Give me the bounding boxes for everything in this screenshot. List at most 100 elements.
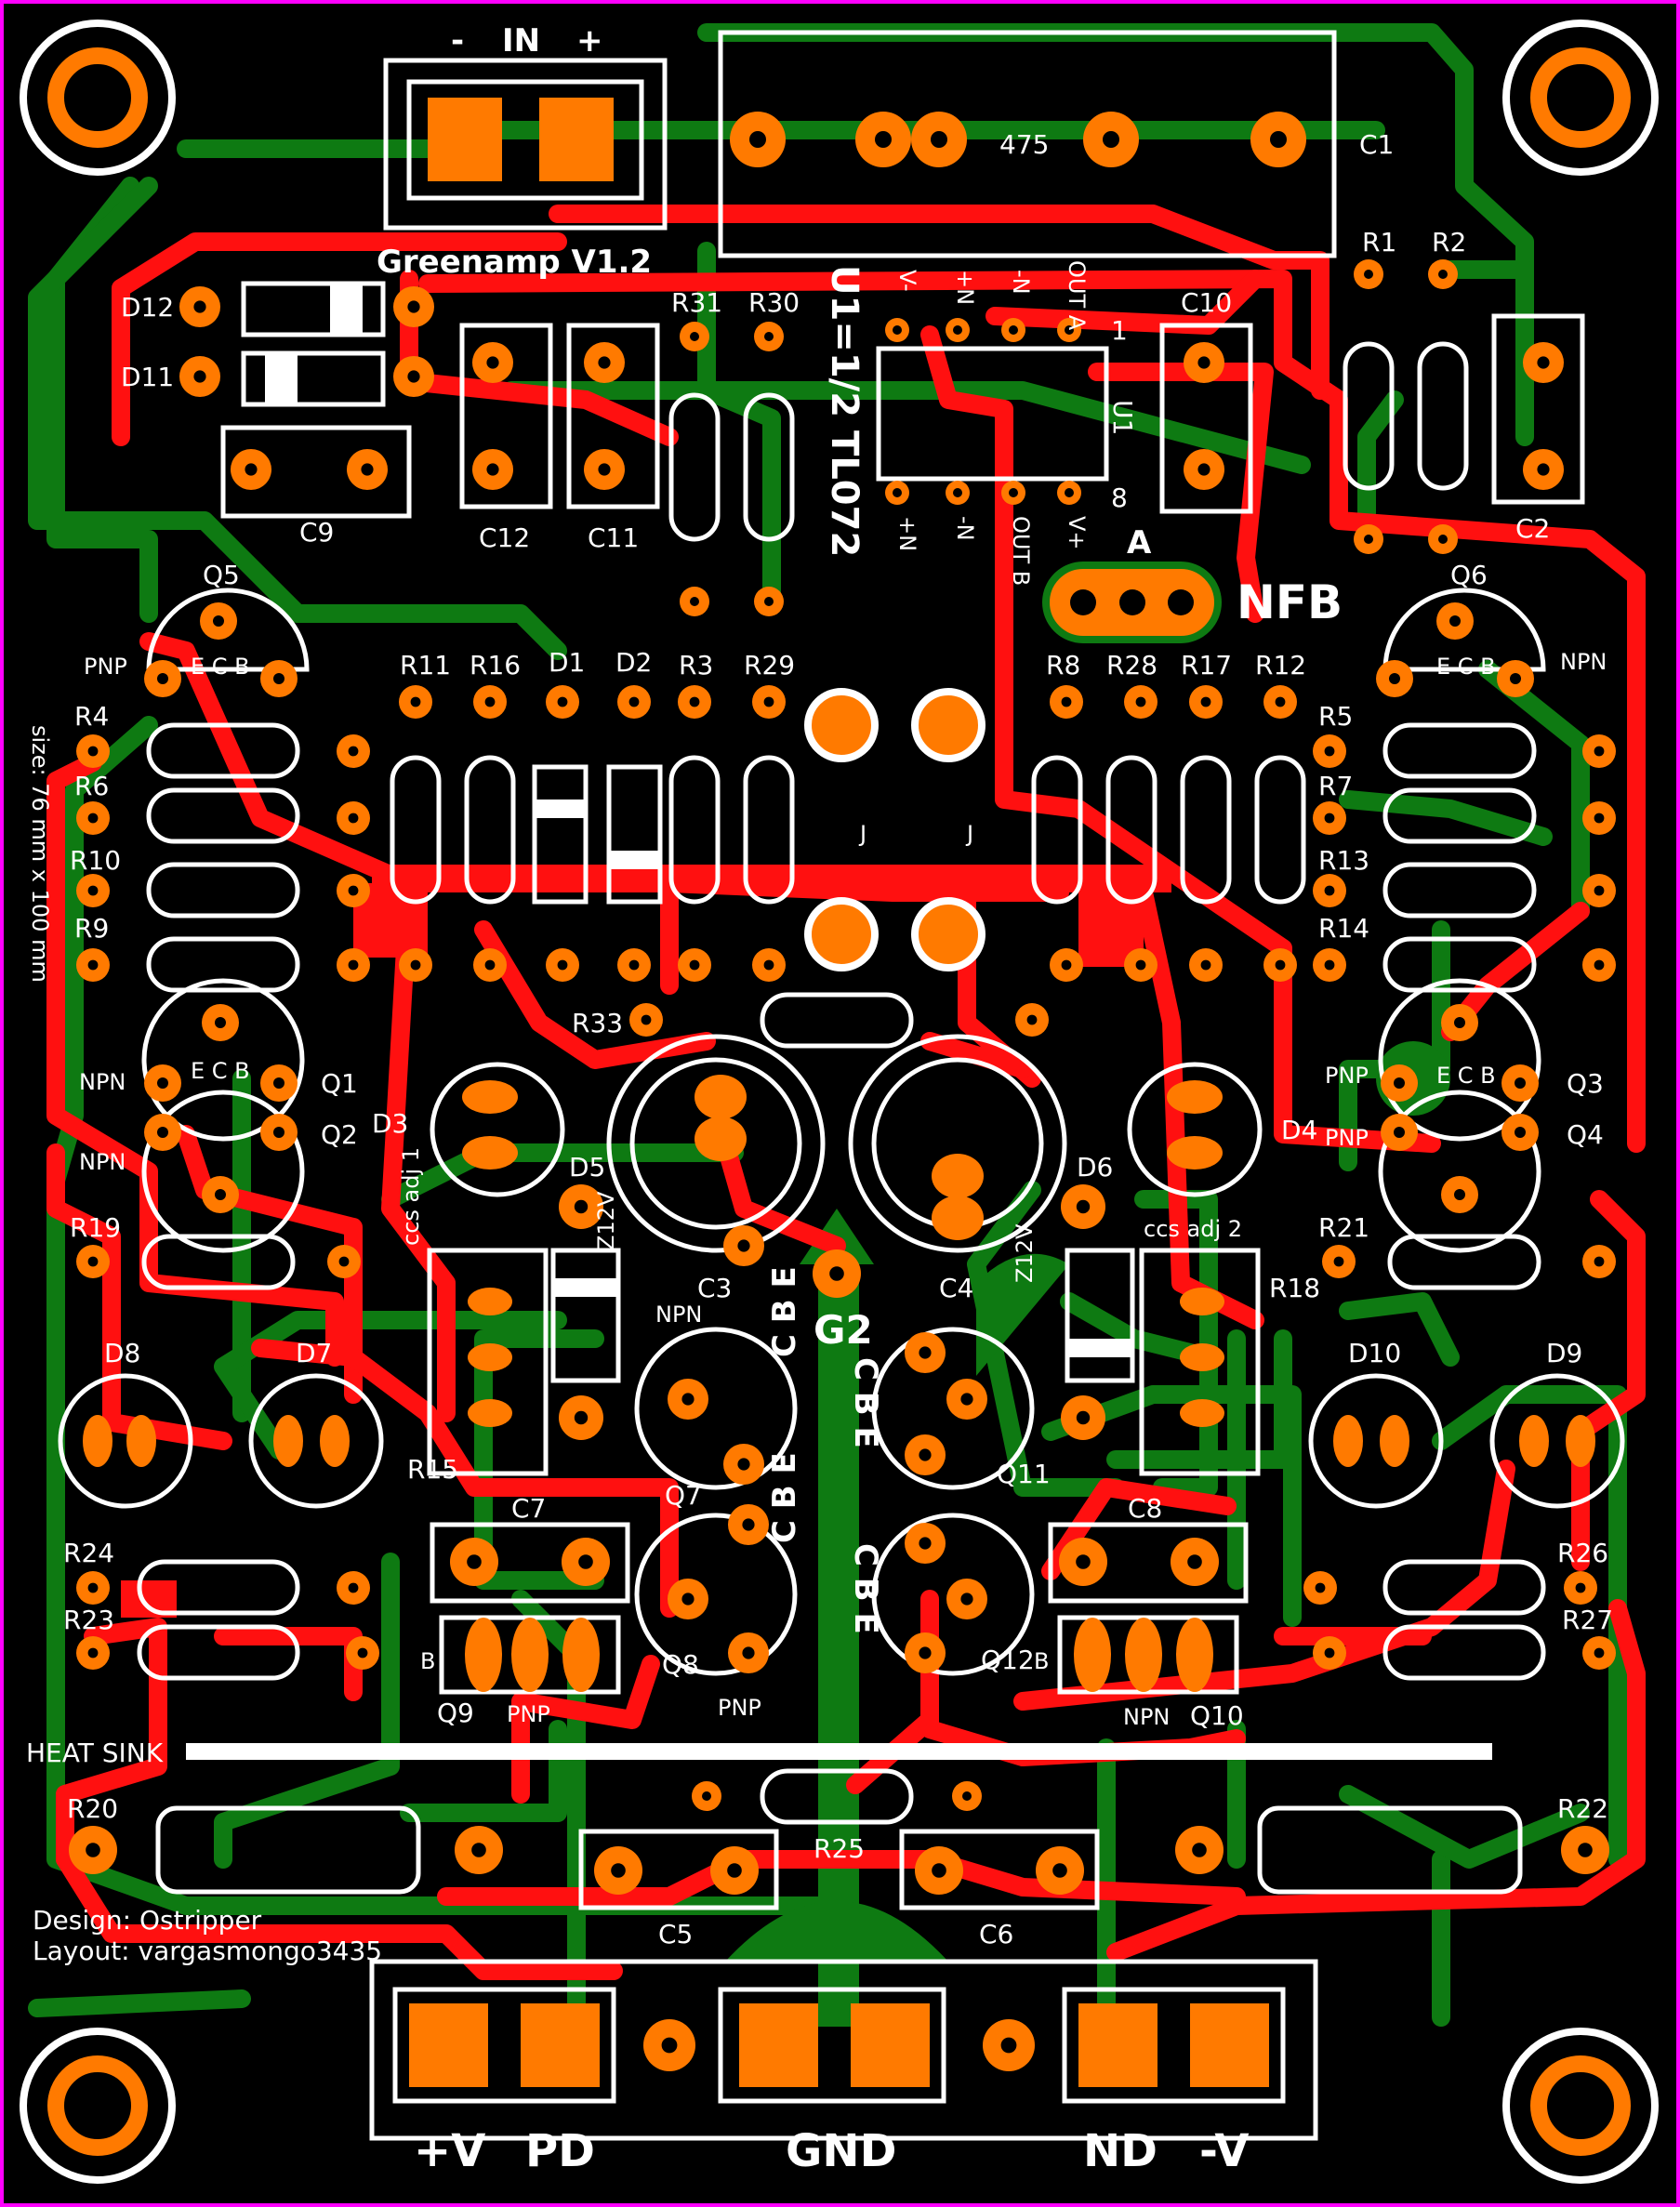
ecb-q6: E C B (1436, 654, 1496, 680)
pad-hole (484, 696, 496, 707)
ref-q7: Q7 (665, 1480, 702, 1511)
mounting-hole-tl (47, 47, 148, 148)
oval-pad (1333, 1415, 1363, 1467)
pad-hole (1575, 1582, 1586, 1593)
pad-hole (689, 959, 700, 971)
ref-r16: R16 (470, 650, 521, 681)
ref-d6: D6 (1077, 1152, 1113, 1183)
mounting-hole-tr (1530, 47, 1631, 148)
ref-d9: D9 (1546, 1338, 1582, 1368)
ref-r25: R25 (814, 1833, 865, 1864)
pad-hole (764, 597, 774, 606)
pad-hole (742, 1646, 755, 1659)
oval-pad (1074, 1618, 1111, 1692)
pad-hole (641, 1014, 652, 1025)
ref-r3: R3 (679, 650, 713, 681)
design-credit: Design: Ostripper (33, 1905, 262, 1936)
pad-hole (348, 746, 359, 757)
pad-hole (361, 463, 374, 476)
pad-hole (953, 488, 962, 497)
opamp-pin-8-label: V+ (1064, 516, 1090, 550)
pad-hole (1270, 131, 1287, 148)
nfb-label: NFB (1237, 575, 1343, 629)
terminal-gnd: GND (786, 2125, 896, 2177)
pad-hole (1076, 1410, 1091, 1425)
pad-hole (1076, 1554, 1091, 1569)
pad-hole (1578, 1843, 1593, 1857)
pad-hole (681, 1592, 694, 1606)
pad-hole (1454, 1189, 1465, 1200)
ref-d2: D2 (615, 647, 652, 678)
ref-c7: C7 (511, 1493, 546, 1524)
layout-credit: Layout: vargasmongo3435 (33, 1936, 382, 1966)
pad-hole (1537, 463, 1550, 476)
ref-q2: Q2 (321, 1119, 358, 1150)
pad-hole (829, 1266, 844, 1281)
pad-hole (348, 885, 359, 896)
pad-hole (962, 1791, 972, 1801)
pad-hole (1515, 1077, 1526, 1089)
npn-q10: NPN (1123, 1704, 1170, 1730)
ref-r23: R23 (63, 1605, 114, 1635)
pad-hole (348, 959, 359, 971)
oval-pad (1180, 1399, 1224, 1427)
oval-pad (468, 1399, 512, 1427)
jumper-pad (804, 688, 879, 762)
opamp-pin-7-label: OUT B (1008, 516, 1034, 586)
ref-c9: C9 (299, 517, 334, 548)
oval-pad (1566, 1415, 1595, 1467)
pad-hole (486, 356, 499, 369)
pad-hole (1197, 356, 1210, 369)
pad-hole (215, 1017, 226, 1028)
terminal-plus-v: +V (414, 2125, 485, 2177)
input-minus: - (451, 22, 464, 59)
ref-d11: D11 (121, 362, 174, 392)
cbe-label: C B E (847, 1543, 884, 1634)
pad-hole (213, 615, 224, 627)
ref-d7: D7 (296, 1338, 332, 1368)
pad-hole (87, 1582, 99, 1593)
pad-hole (932, 1863, 946, 1878)
ref-d5: D5 (569, 1152, 605, 1183)
ecb-q3: E C B (1436, 1063, 1496, 1089)
ref-c3: C3 (697, 1273, 732, 1303)
pad-hole (574, 1199, 589, 1214)
pad-hole (87, 746, 99, 757)
ref-r7: R7 (1318, 771, 1353, 801)
pad-hole (484, 959, 496, 971)
opamp-pin-first: 1 (1111, 315, 1128, 346)
ref-r15: R15 (407, 1454, 458, 1485)
ref-d4: D4 (1281, 1115, 1317, 1145)
mounting-hole-br (1530, 2055, 1631, 2156)
ref-r8: R8 (1046, 650, 1080, 681)
oval-pad (83, 1415, 112, 1467)
pad-hole (1594, 746, 1605, 757)
ref-d1: D1 (549, 647, 585, 678)
opamp-pin-1-label: V- (894, 270, 920, 292)
pad-hole (919, 1448, 932, 1461)
pad-hole (407, 300, 420, 313)
pad-hole (273, 1127, 284, 1138)
pad-hole (273, 1077, 284, 1089)
pad-hole (193, 300, 206, 313)
npn-q6: NPN (1560, 649, 1607, 675)
pad-hole (87, 1647, 99, 1659)
ref-r30: R30 (748, 287, 800, 318)
ref-q8: Q8 (662, 1649, 699, 1680)
b-q12: B (1034, 1648, 1049, 1674)
ref-d3: D3 (372, 1108, 408, 1139)
oval-pad (1176, 1618, 1213, 1692)
pad-hole (598, 463, 611, 476)
pad-hole (764, 332, 774, 341)
ref-r22: R22 (1557, 1793, 1608, 1824)
ref-r13: R13 (1318, 845, 1369, 876)
ref-r28: R28 (1106, 650, 1157, 681)
cap-value-475: 475 (999, 129, 1049, 160)
ccs-adj-2-label: ccs adj 2 (1144, 1216, 1242, 1242)
oval-pad (694, 1075, 747, 1119)
u1-label: U1=1/2 TL072 (823, 265, 866, 557)
ref-c1: C1 (1359, 129, 1394, 160)
pad-hole (410, 696, 421, 707)
pad-hole (1324, 885, 1335, 896)
pad-hole (1103, 131, 1119, 148)
